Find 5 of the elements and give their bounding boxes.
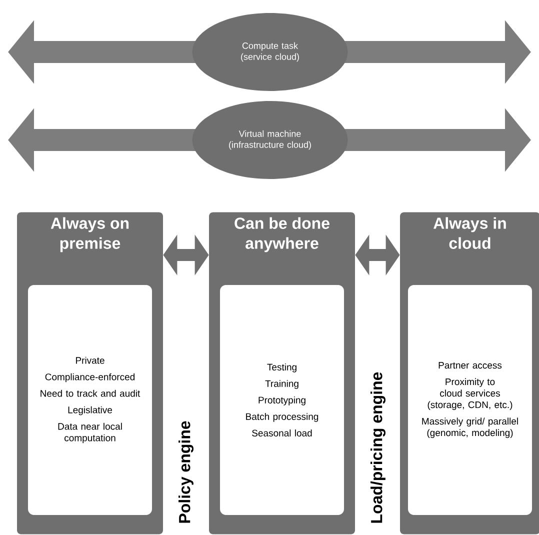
vertical-label: Policy engine xyxy=(178,421,194,523)
vertical-label: Load/pricing engine xyxy=(370,372,386,523)
item-list-box: Testing Training Prototyping Batch processing Seasonal load xyxy=(220,285,344,515)
item-list-box: Partner access Proximity to cloud services (storage, CDN, etc.) Massively grid/ parallel (genomic, modeling) xyxy=(408,285,532,515)
item-list-box: Private Compliance-enforced Need to track and audit Legislative Data near local computation xyxy=(28,285,152,515)
